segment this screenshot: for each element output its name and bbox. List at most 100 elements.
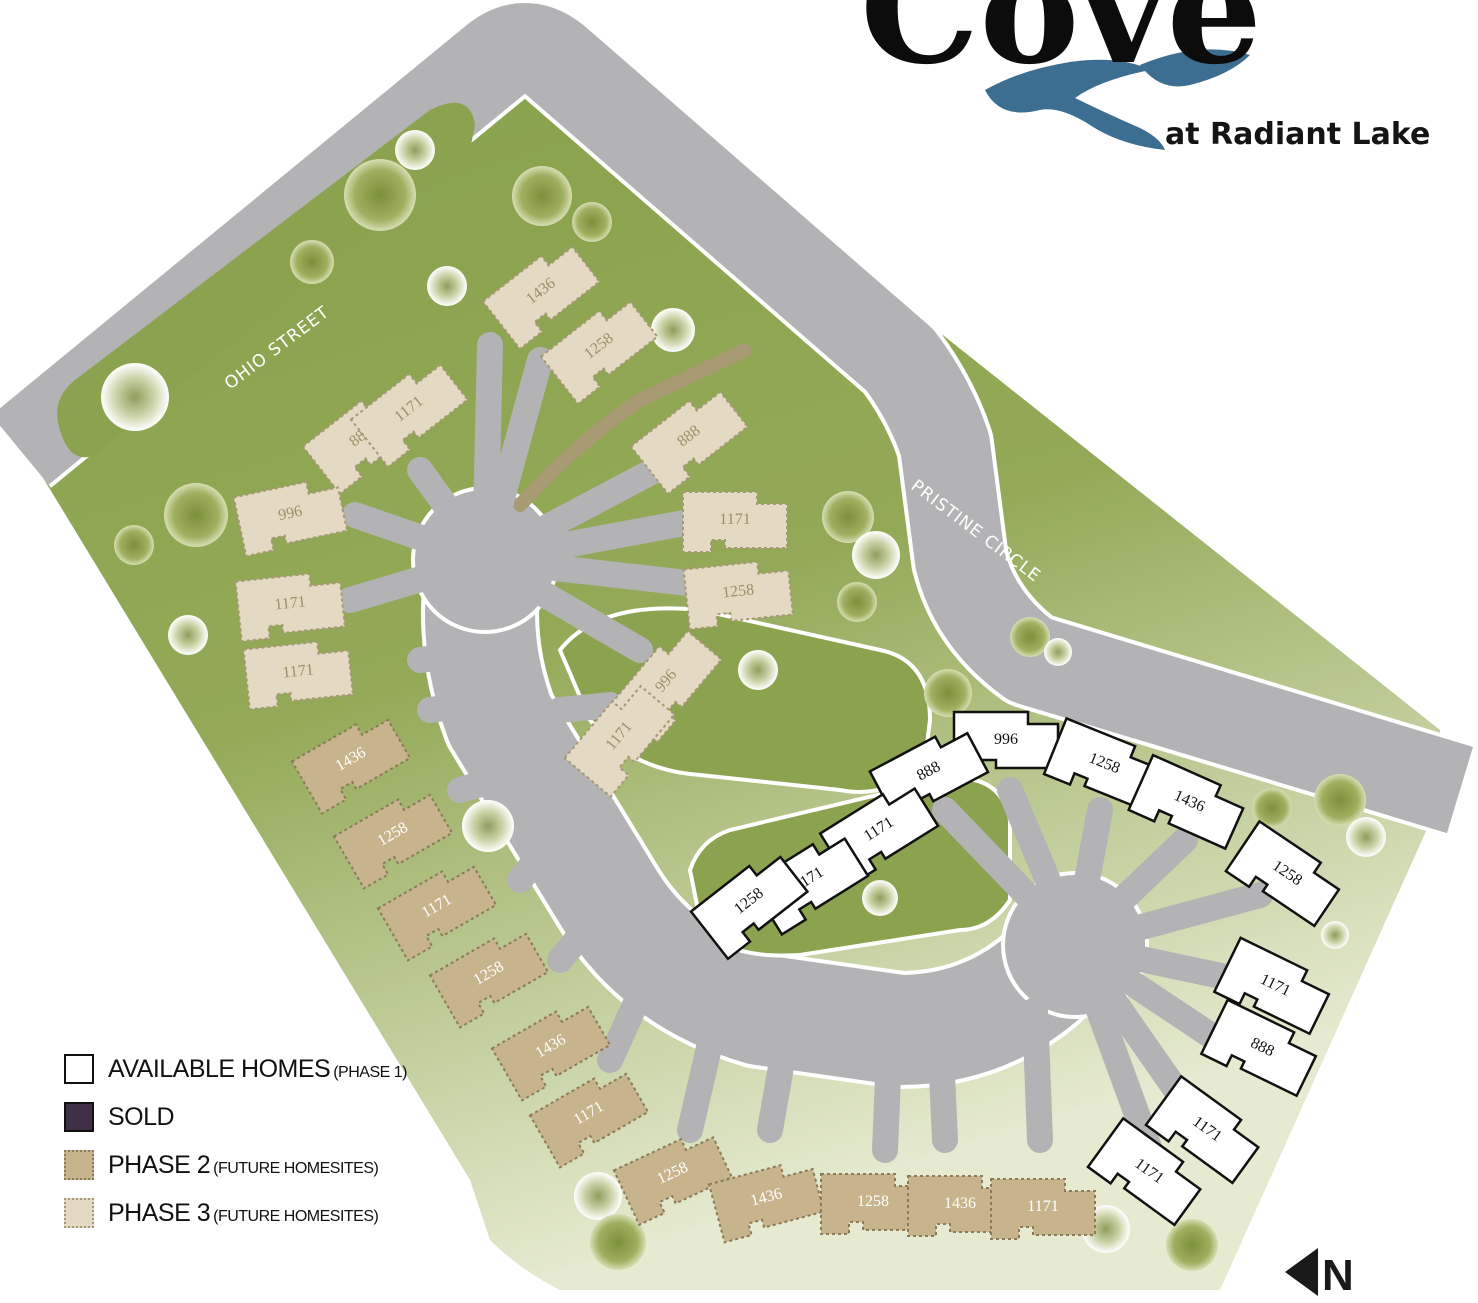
lot-outline [1042, 716, 1161, 811]
lot-size-label: 1171 [1027, 1198, 1058, 1215]
legend-item-sold: SOLD [64, 1100, 484, 1134]
lot-phase3: 1171 [234, 572, 346, 643]
tree-icon [1321, 921, 1349, 949]
lot-outline [707, 1163, 826, 1244]
driveways [337, 332, 1273, 1163]
tree-icon [590, 1214, 646, 1270]
lot-outline [349, 363, 469, 469]
legend-swatch-available [64, 1054, 94, 1084]
lot-phase2: 1436 [290, 718, 412, 815]
legend-label: PHASE 2(FUTURE HOMESITES) [108, 1150, 379, 1179]
lot-available: 888 [1199, 998, 1318, 1098]
legend-label: SOLD [108, 1102, 175, 1131]
lot-available: 1171 [1212, 936, 1331, 1036]
lot-phase3: 888 [629, 390, 749, 496]
lot-size-label: 996 [277, 503, 304, 525]
tree-icon [822, 491, 874, 543]
lot-outline [612, 1136, 734, 1227]
lot-outline [242, 640, 354, 711]
legend-item-phase-2: PHASE 2(FUTURE HOMESITES) [64, 1148, 484, 1182]
tree-icon [1252, 788, 1292, 828]
logo: Cove at Radiant Lake [860, 0, 1430, 152]
lot-outline [234, 572, 346, 643]
lot-outline [820, 1173, 926, 1235]
legend-label: AVAILABLE HOMES(PHASE 1) [108, 1054, 407, 1083]
tree-icon [572, 202, 612, 242]
logo-subtitle: at Radiant Lake [1165, 117, 1430, 152]
tree-icon [512, 166, 572, 226]
lot-available: 1171 [1144, 1074, 1261, 1185]
lot-phase2: 1436 [907, 1175, 1013, 1237]
lot-outline [1144, 1074, 1261, 1185]
lot-phase2: 1171 [990, 1178, 1096, 1240]
lot-phase3: 1171 [242, 640, 354, 711]
lot-phase3: 1171 [563, 684, 676, 799]
tree-icon [1346, 817, 1386, 857]
lot-phase2: 1258 [332, 793, 454, 890]
lot-available: 1258 [1042, 716, 1161, 811]
lot-outline [232, 480, 349, 558]
tree-icon [862, 880, 898, 916]
lot-size-label: 1258 [721, 581, 755, 601]
lot-phase2: 1258 [612, 1136, 734, 1227]
tree-icon [1010, 617, 1050, 657]
north-arrow-label: N [1322, 1251, 1354, 1300]
legend-swatch-phase-2 [64, 1150, 94, 1180]
lot-size-label: 996 [994, 731, 1018, 748]
tree-icon [852, 531, 900, 579]
tree-icon [101, 363, 169, 431]
lot-available: 1258 [1224, 819, 1341, 928]
lot-outline [490, 1005, 612, 1102]
tree-icon [395, 130, 435, 170]
lot-phase3: 1171 [682, 491, 788, 553]
legend: AVAILABLE HOMES(PHASE 1) SOLD PHASE 2(FU… [64, 1052, 484, 1244]
lot-outline [629, 390, 749, 496]
ohio-street-road-surface [0, 3, 1474, 834]
legend-item-available: AVAILABLE HOMES(PHASE 1) [64, 1052, 484, 1086]
lot-outline [539, 300, 659, 406]
tree-icon [837, 582, 877, 622]
tree-icon [462, 800, 514, 852]
trees [101, 130, 1386, 1271]
legend-label: PHASE 3(FUTURE HOMESITES) [108, 1198, 379, 1227]
north-island [557, 606, 933, 794]
lot-outline [1127, 753, 1245, 851]
lot-phase2: 1258 [820, 1173, 926, 1235]
tree-icon [1314, 774, 1366, 826]
tree-icon [344, 159, 416, 231]
lot-phase2: 1436 [490, 1005, 612, 1102]
lot-available: 1258 [689, 855, 810, 961]
legend-swatch-phase-3 [64, 1198, 94, 1228]
lot-outline [689, 855, 810, 961]
lot-phase2: 1436 [707, 1163, 826, 1244]
lot-outline [1224, 819, 1341, 928]
lot-available: 1171 [1086, 1116, 1203, 1227]
lot-outline [481, 245, 601, 351]
lot-outline [1086, 1116, 1203, 1227]
logo-title: Cove [860, 0, 1262, 98]
north-arrow: N [1285, 1248, 1354, 1300]
lot-phase3: 1258 [539, 300, 659, 406]
lot-phase3: 1436 [481, 245, 601, 351]
tree-icon [168, 615, 208, 655]
tree-icon [1044, 638, 1072, 666]
lot-size-label: 1171 [274, 593, 307, 613]
tree-icon [164, 483, 228, 547]
lot-phase2: 1171 [376, 865, 498, 962]
walking-path [513, 343, 752, 512]
legend-item-phase-3: PHASE 3(FUTURE HOMESITES) [64, 1196, 484, 1230]
lot-phase3: 996 [232, 480, 349, 558]
lot-outline [682, 491, 788, 553]
lot-size-label: 1171 [719, 511, 750, 528]
lot-outline [528, 1072, 650, 1169]
lot-outline [907, 1175, 1013, 1237]
tree-icon [1166, 1219, 1218, 1271]
lot-phase3: 1171 [349, 363, 469, 469]
north-arrow-icon [1285, 1248, 1318, 1296]
tree-icon [114, 525, 154, 565]
tree-icon [738, 650, 778, 690]
tree-icon [924, 669, 972, 717]
lot-outline [1212, 936, 1331, 1036]
lot-phase2: 1171 [528, 1072, 650, 1169]
